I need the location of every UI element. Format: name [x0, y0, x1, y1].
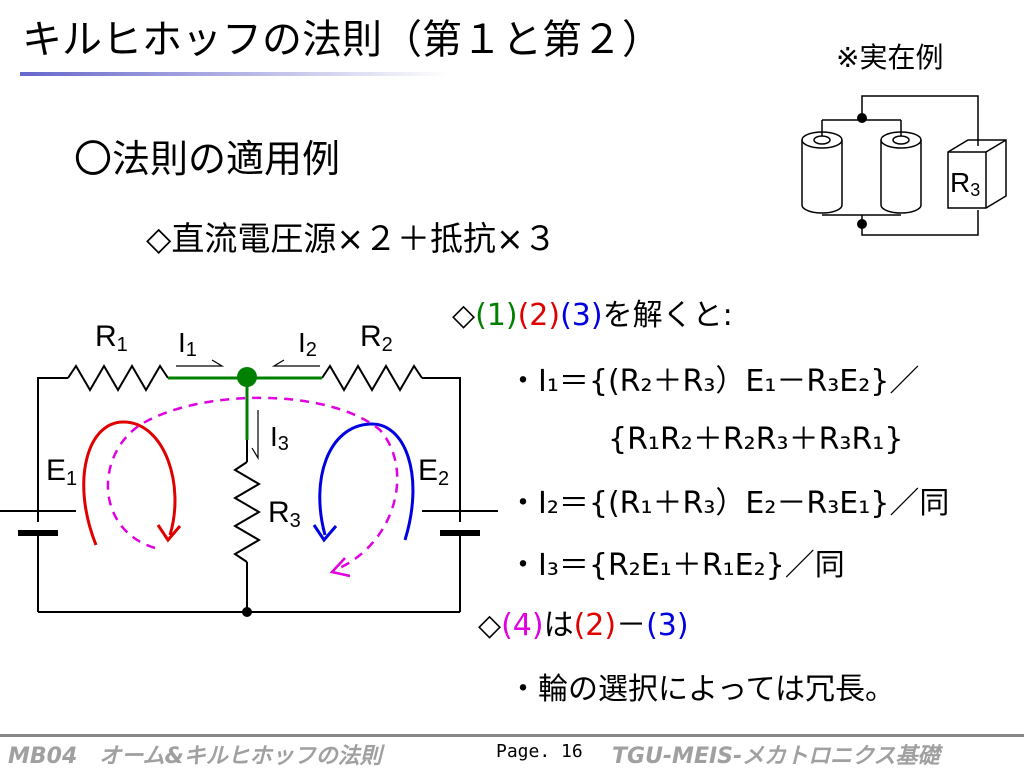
loop-1-arrowhead [156, 524, 182, 543]
section-heading: 〇法則の適用例 [74, 137, 341, 181]
current-i3-arrow [251, 410, 259, 461]
photo-resistor-box [947, 139, 1007, 209]
loop-ref-2: (2) [517, 298, 561, 333]
solution-intro: ◇(1)(2)(3)を解くと: [452, 298, 733, 333]
title-underline [20, 72, 450, 76]
current-i2-arrow [271, 359, 320, 367]
equation-i1-line2: {R₁R₂＋R₂R₃＋R₃R₁} [608, 422, 904, 457]
loop-2-blue [318, 422, 415, 541]
photo-top-wire [861, 95, 979, 146]
loop-1-red [82, 420, 177, 546]
redundancy-note: ・輪の選択によっては冗長。 [508, 672, 895, 707]
bottom-node [242, 607, 252, 617]
photo-node-bottom [857, 219, 867, 229]
slide-title: キルヒホッフの法則（第１と第２） [22, 17, 662, 63]
label-e2: E2 [418, 454, 449, 490]
current-i1-arrow [176, 359, 225, 367]
photo-node-top [857, 113, 867, 123]
label-e1: E1 [46, 454, 77, 490]
label-i2: I2 [298, 327, 317, 361]
subheading: ◇直流電圧源×２＋抵抗×３ [146, 219, 557, 258]
wire-left-top [37, 377, 68, 500]
resistor-r1 [67, 364, 169, 392]
label-r2: R2 [360, 320, 393, 356]
label-r3: R3 [268, 496, 301, 532]
footer-program: TGU-MEIS-メカトロニクス基礎 [612, 744, 940, 769]
photo-r3-label: R3 [950, 167, 980, 200]
loop-3-arrowhead [329, 557, 351, 578]
footer-page: Page. 16 [496, 741, 583, 762]
loop4-note: ◇(4)は(2)－(3) [478, 608, 689, 643]
loop-2-arrowhead [312, 524, 338, 543]
equation-i2: ・I₂＝{(R₁＋R₃）E₂－R₃E₁}／同 [508, 486, 950, 521]
real-example-label: ※実在例 [836, 41, 944, 74]
resistor-r3 [233, 461, 261, 563]
wire-right-top [422, 377, 461, 500]
label-i3: I3 [270, 421, 289, 455]
label-i1: I1 [178, 327, 197, 361]
loop-ref-1: (1) [475, 298, 518, 333]
resistor-r2 [321, 364, 423, 392]
footer-rule [0, 734, 1024, 737]
loop-ref-3: (3) [560, 298, 603, 333]
label-r1: R1 [95, 320, 128, 356]
footer-course: MB04 オーム&キルヒホッフの法則 [8, 744, 382, 769]
junction-node [237, 367, 257, 387]
equation-i3: ・I₃＝{R₂E₁＋R₁E₂}／同 [508, 548, 845, 583]
loop-3-magenta [106, 396, 399, 572]
equation-i1-line1: ・I₁＝{(R₂＋R₃）E₁－R₃E₂}／ [508, 364, 920, 399]
